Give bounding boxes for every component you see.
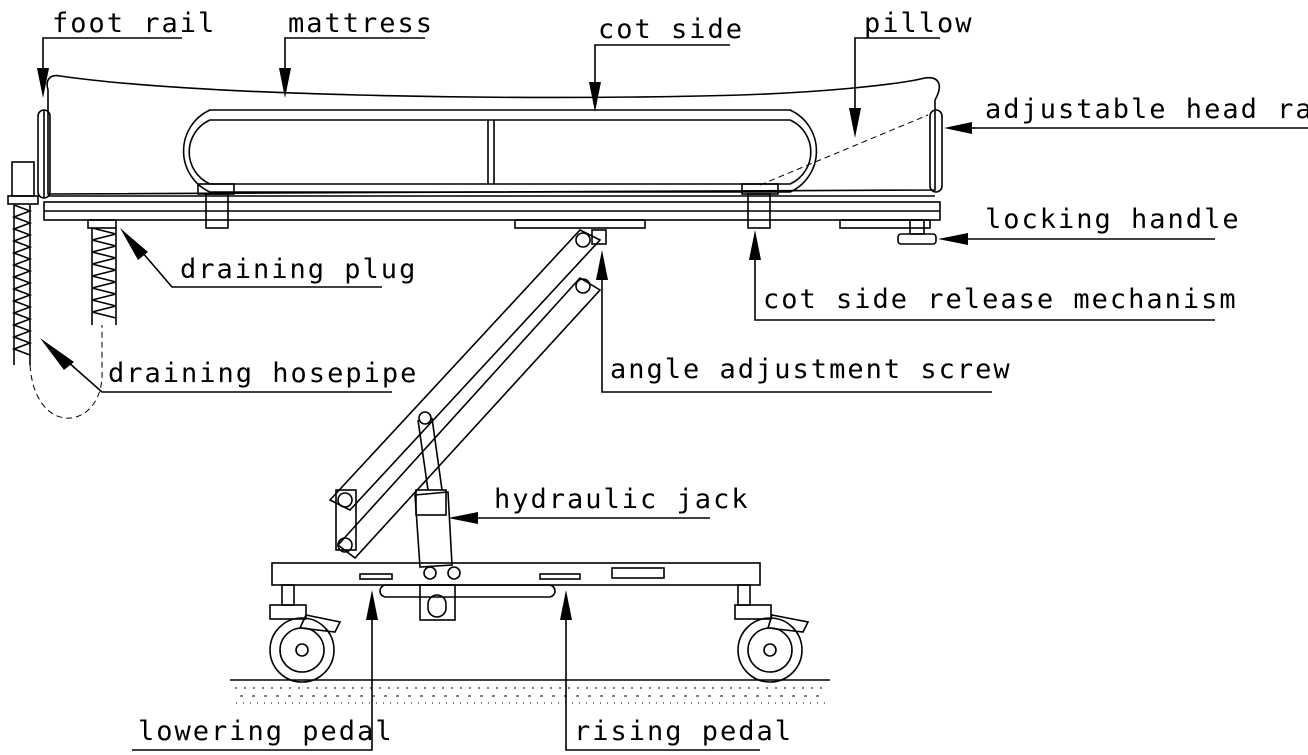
label-draining-plug: draining plug <box>180 254 417 285</box>
callout-locking-handle: locking handle <box>938 204 1241 245</box>
castor-right <box>734 604 810 683</box>
label-angle-adjustment-screw: angle adjustment screw <box>610 354 1012 385</box>
label-adjustable-head-rail: adjustable head rai <box>985 94 1308 125</box>
label-mattress: mattress <box>288 8 434 39</box>
callout-pillow: pillow <box>849 8 974 138</box>
head-rail-shape <box>929 109 943 193</box>
label-locking-handle: locking handle <box>985 204 1241 235</box>
release-brackets <box>197 183 779 229</box>
callout-head-rail: adjustable head rai <box>944 94 1308 134</box>
label-foot-rail: foot rail <box>52 8 216 39</box>
ground <box>230 679 830 704</box>
draining-hose-right <box>91 227 117 325</box>
pillow-dashed-line <box>759 114 929 186</box>
label-hydraulic-jack: hydraulic jack <box>494 484 750 515</box>
base-frame <box>271 562 761 621</box>
callout-angle-screw: angle adjustment screw <box>596 250 1012 393</box>
lift-arms <box>328 229 607 560</box>
callout-mattress: mattress <box>279 8 434 98</box>
callout-hydraulic-jack: hydraulic jack <box>448 484 750 524</box>
callout-draining-hosepipe: draining hosepipe <box>40 338 418 393</box>
bed-frame <box>43 195 941 229</box>
label-lowering-pedal: lowering pedal <box>138 716 394 747</box>
label-pillow: pillow <box>864 8 974 39</box>
callout-cot-side: cot side <box>589 14 744 112</box>
castor-left <box>269 604 342 683</box>
callout-rising-pedal: rising pedal <box>560 590 793 751</box>
mattress-shape <box>46 74 941 195</box>
locking-handle-shape <box>897 219 937 245</box>
callout-release-mechanism: cot side release mechanism <box>749 230 1238 321</box>
callout-draining-plug: draining plug <box>120 228 417 288</box>
callout-lowering-pedal: lowering pedal <box>132 590 394 751</box>
draining-hose-left <box>7 161 39 365</box>
callout-foot-rail: foot rail <box>37 8 216 98</box>
cot-side-shape <box>182 109 818 193</box>
foot-rail-shape <box>37 109 51 199</box>
label-rising-pedal: rising pedal <box>574 716 793 747</box>
label-cot-side-release-mechanism: cot side release mechanism <box>763 284 1238 315</box>
hydraulic-jack-shape <box>414 411 453 568</box>
label-cot-side: cot side <box>598 14 744 45</box>
label-draining-hosepipe: draining hosepipe <box>108 358 418 389</box>
